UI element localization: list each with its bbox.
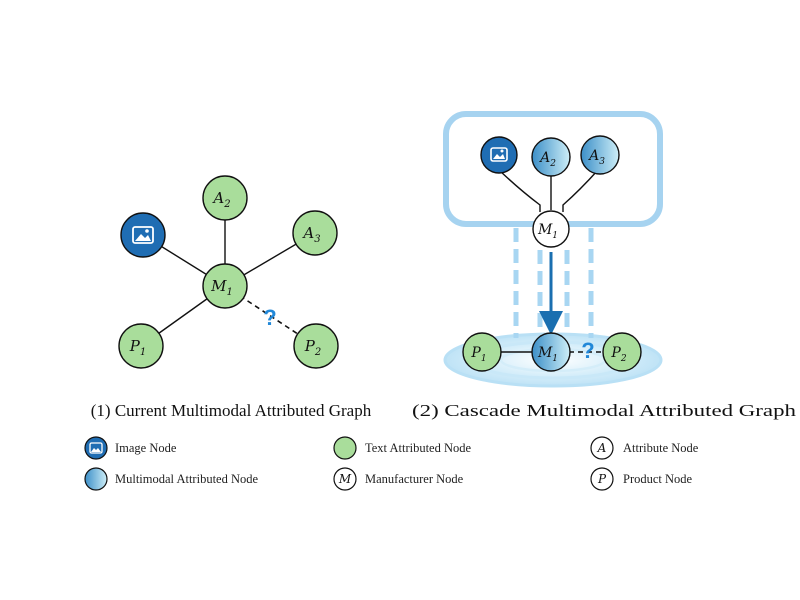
left-graph: A2 A3 M1 P1 P2 ? (1) Current Multimodal … xyxy=(91,175,372,420)
right-node-m1-bottom: M1 xyxy=(531,332,571,372)
svg-text:P1: P1 xyxy=(470,345,486,364)
node-label-base: P xyxy=(304,337,316,355)
node-label-base: P xyxy=(470,345,481,361)
node-label-base: A xyxy=(538,150,550,166)
legend-item-image-node: Image Node xyxy=(84,436,177,460)
legend-label: Manufacturer Node xyxy=(365,472,464,486)
right-node-p1: P1 xyxy=(462,332,502,372)
legend: Image Node Text Attributed Node A Attrib… xyxy=(84,436,699,491)
svg-text:A2: A2 xyxy=(211,189,230,210)
node-label-base: A xyxy=(587,148,599,164)
right-node-m1-top: M1 xyxy=(532,210,570,248)
node-label-sub: 1 xyxy=(140,347,146,358)
node-label-base: A xyxy=(211,189,224,207)
left-image-node xyxy=(120,212,166,258)
legend-symbol: P xyxy=(597,472,607,486)
node-label-sub: 3 xyxy=(314,234,320,245)
svg-text:P2: P2 xyxy=(304,337,321,358)
right-question-mark: ? xyxy=(581,338,594,363)
svg-text:A3: A3 xyxy=(587,148,605,167)
left-node-p2: P2 xyxy=(293,323,339,369)
legend-label: Text Attributed Node xyxy=(365,441,472,455)
node-label-base: P xyxy=(129,337,141,355)
legend-symbol: A xyxy=(597,441,607,455)
node-label-sub: 1 xyxy=(552,231,558,241)
node-label-sub: 2 xyxy=(620,354,627,364)
legend-symbol: M xyxy=(338,472,352,486)
node-label-base: P xyxy=(610,345,621,361)
legend-label: Multimodal Attributed Node xyxy=(115,472,258,486)
svg-text:A2: A2 xyxy=(538,150,556,169)
legend-item-text-attributed-node: Text Attributed Node xyxy=(333,436,472,460)
legend-item-multimodal-node: Multimodal Attributed Node xyxy=(84,467,258,491)
node-label-base: M xyxy=(210,277,227,295)
node-label-base: A xyxy=(301,224,314,242)
node-label-sub: 1 xyxy=(481,354,487,364)
right-graph: A2 A3 M1 P1 M1 P2 xyxy=(412,111,797,420)
node-label-sub: 2 xyxy=(549,159,556,169)
legend-label: Product Node xyxy=(623,472,693,486)
svg-text:M1: M1 xyxy=(537,345,558,364)
left-question-mark: ? xyxy=(263,305,276,330)
right-image-node xyxy=(480,136,518,174)
image-icon xyxy=(490,147,508,162)
legend-item-product-node: P Product Node xyxy=(590,467,693,491)
node-label-sub: 1 xyxy=(552,354,558,364)
left-node-p1: P1 xyxy=(118,323,164,369)
svg-text:A3: A3 xyxy=(301,224,320,245)
svg-text:M1: M1 xyxy=(210,277,233,298)
node-label-sub: 2 xyxy=(223,199,230,210)
legend-item-manufacturer-node: M Manufacturer Node xyxy=(333,467,464,491)
image-icon xyxy=(132,226,154,244)
left-node-m1: M1 xyxy=(202,263,248,309)
node-label-sub: 1 xyxy=(226,287,232,298)
right-node-a3: A3 xyxy=(580,135,620,175)
node-label-base: M xyxy=(537,222,553,238)
right-caption: (2) Cascade Multimodal Attributed Graph xyxy=(412,401,797,420)
node-label-sub: 3 xyxy=(599,157,605,167)
svg-text:P2: P2 xyxy=(610,345,626,364)
legend-item-attribute-node: A Attribute Node xyxy=(590,436,699,460)
svg-text:M1: M1 xyxy=(537,222,558,241)
node-label-sub: 2 xyxy=(314,347,321,358)
left-caption: (1) Current Multimodal Attributed Graph xyxy=(91,401,372,420)
node-label-base: M xyxy=(537,345,553,361)
image-icon xyxy=(89,442,103,454)
left-node-a3: A3 xyxy=(292,210,338,256)
right-node-a2: A2 xyxy=(531,137,571,177)
top-edges xyxy=(498,169,599,212)
left-node-a2: A2 xyxy=(202,175,248,221)
legend-label: Attribute Node xyxy=(623,441,699,455)
right-node-p2: P2 xyxy=(602,332,642,372)
svg-text:P1: P1 xyxy=(129,337,146,358)
legend-label: Image Node xyxy=(115,441,177,455)
